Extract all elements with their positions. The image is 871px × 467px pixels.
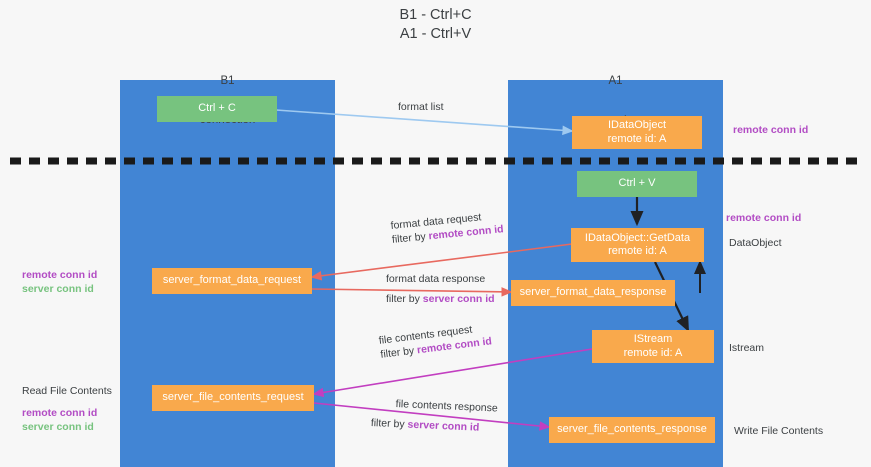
- node-ctrl-c-line1: Ctrl + C: [198, 102, 236, 115]
- node-idataobject-top-line1: IDataObject: [607, 119, 667, 131]
- node-server-format-data-response-label: server_format_data_response: [519, 286, 667, 299]
- edge-label-format-list: format list: [398, 100, 444, 114]
- left-note-read-file-remote-conn-id: remote conn id: [22, 407, 98, 419]
- node-idataobject-top-line2: remote id: A: [607, 132, 667, 145]
- node-server-format-data-request-label: server_format_data_request: [162, 274, 302, 287]
- edge-label-format-data-request-prefix: filter by: [391, 230, 430, 246]
- edge-label-format-list-line1: format list: [398, 101, 444, 113]
- arrow-format-list: [275, 109, 574, 136]
- node-server-file-contents-request[interactable]: server_file_contents_request: [152, 385, 314, 411]
- left-note-format-server-conn-id: server conn id: [22, 283, 94, 295]
- node-idataobject-top[interactable]: IDataObject remote id: A: [572, 116, 702, 149]
- node-getdata-line2: remote id: A: [608, 245, 667, 257]
- left-note-read-file-contents-title: Read File Contents: [22, 385, 112, 397]
- edge-label-file-contents-response: file contents response filter by server …: [371, 396, 499, 435]
- edge-label-format-data-response-highlight: server conn id: [422, 293, 495, 305]
- arrow-format-data-request: [310, 243, 573, 281]
- edge-label-file-contents-response-prefix: filter by: [370, 416, 408, 431]
- left-note-format-remote-conn-id: remote conn id: [22, 269, 98, 281]
- node-ctrl-v-line1: Ctrl + V: [618, 177, 656, 190]
- arrow-file-contents-response: [313, 402, 551, 431]
- node-idataobject-getdata[interactable]: IDataObject::GetData remote id: A: [571, 228, 704, 262]
- right-note-remote-conn-id-top: remote conn id: [733, 124, 809, 136]
- node-server-format-data-request[interactable]: server_format_data_request: [152, 268, 312, 294]
- page-title: B1 - Ctrl+C A1 - Ctrl+V: [399, 7, 472, 42]
- node-ctrl-c[interactable]: Ctrl + C: [157, 96, 277, 122]
- node-server-format-data-response[interactable]: server_format_data_response: [511, 280, 675, 306]
- edge-label-file-contents-response-highlight: server conn id: [407, 418, 480, 434]
- left-note-format-ids: remote conn id server conn id: [22, 268, 97, 296]
- edge-label-format-data-response: format data response filter by server co…: [386, 272, 495, 306]
- node-istream-line2: remote id: A: [623, 346, 683, 359]
- right-note-istream: Istream: [729, 342, 765, 354]
- node-istream-line1: IStream: [633, 333, 673, 345]
- node-ctrl-v[interactable]: Ctrl + V: [577, 171, 697, 197]
- right-note-remote-conn-id-middle: remote conn id: [726, 212, 802, 224]
- right-note-dataobject: DataObject: [729, 237, 782, 249]
- left-note-read-file-contents: Read File Contents remote conn id server…: [22, 384, 112, 434]
- left-note-read-file-server-conn-id: server conn id: [22, 421, 94, 433]
- edge-label-format-data-response-prefix: filter by: [386, 293, 423, 305]
- node-server-file-contents-request-label: server_file_contents_request: [162, 391, 304, 404]
- node-getdata-line1: IDataObject::GetData: [584, 231, 691, 244]
- edge-label-format-data-response-line1: format data response: [386, 273, 486, 285]
- arrow-file-contents-request: [312, 348, 593, 398]
- column-header-a1-title: A1: [608, 75, 623, 87]
- column-header-b1-title: B1: [220, 75, 235, 87]
- node-server-file-contents-response-label: server_file_contents_response: [557, 423, 707, 436]
- edge-label-format-data-response-line2: filter by server conn id: [386, 292, 495, 306]
- node-server-file-contents-response[interactable]: server_file_contents_response: [549, 417, 715, 443]
- node-istream[interactable]: IStream remote id: A: [592, 330, 714, 363]
- arrow-format-data-response: [311, 287, 513, 297]
- right-note-write-file-contents: Write File Contents: [734, 425, 824, 437]
